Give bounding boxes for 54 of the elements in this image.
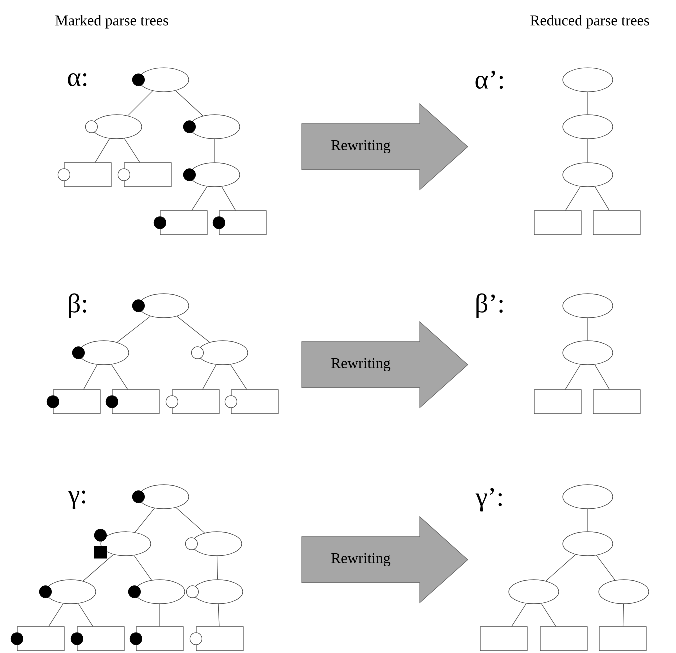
tree-name: α’: xyxy=(476,70,504,90)
tree-line xyxy=(216,556,218,580)
leaf-box xyxy=(593,390,641,414)
tree-line xyxy=(541,603,556,627)
leaf-box xyxy=(599,626,647,652)
leaf-box xyxy=(534,390,582,414)
column-heading: Reduced parse trees xyxy=(530,15,650,29)
tree-line xyxy=(202,364,217,390)
tree-name: β’: xyxy=(476,294,503,318)
tree-line xyxy=(134,555,152,581)
tree-line xyxy=(230,364,248,390)
tree-line xyxy=(565,186,581,211)
ellipse-node xyxy=(562,340,614,366)
tree-line xyxy=(48,603,64,627)
tree-line xyxy=(111,364,128,390)
tree-line xyxy=(95,138,110,163)
ellipse-node xyxy=(562,114,614,140)
leaf-box xyxy=(593,210,641,236)
tree-name: α: xyxy=(68,73,87,87)
tree-line xyxy=(176,316,210,343)
ellipse-node xyxy=(562,68,614,92)
tree-line xyxy=(124,138,140,163)
tree-line xyxy=(622,604,624,627)
tree-line xyxy=(512,603,527,627)
leaf-box xyxy=(534,210,582,236)
tree-line xyxy=(117,316,151,343)
ellipse-node xyxy=(562,484,614,510)
ellipse-node xyxy=(508,580,560,604)
tree-line xyxy=(565,364,582,390)
tree-line xyxy=(594,364,610,390)
tree-line xyxy=(594,186,610,211)
ellipse-node xyxy=(562,532,614,556)
leaf-box xyxy=(480,626,528,652)
tree-line xyxy=(222,186,236,211)
tree-line xyxy=(134,508,156,533)
tree-name: β: xyxy=(69,294,86,318)
tree-line xyxy=(83,554,114,582)
leaf-box xyxy=(540,626,588,652)
ellipse-node xyxy=(562,162,614,188)
ellipse-node xyxy=(562,294,614,318)
tree-line xyxy=(546,554,576,582)
tree-line xyxy=(218,604,220,627)
tree-line xyxy=(214,138,216,163)
tree-line xyxy=(192,186,208,211)
tree-line xyxy=(78,603,94,627)
tree-name: γ: xyxy=(68,490,86,510)
tree-line xyxy=(176,507,206,534)
tree-line xyxy=(176,90,204,116)
tree-line xyxy=(596,555,616,581)
column-heading: Marked parse trees xyxy=(56,15,168,29)
tree-line xyxy=(83,364,98,390)
ellipse-node xyxy=(598,580,650,604)
tree-name: γ’: xyxy=(476,488,502,512)
tree-line xyxy=(128,90,154,116)
